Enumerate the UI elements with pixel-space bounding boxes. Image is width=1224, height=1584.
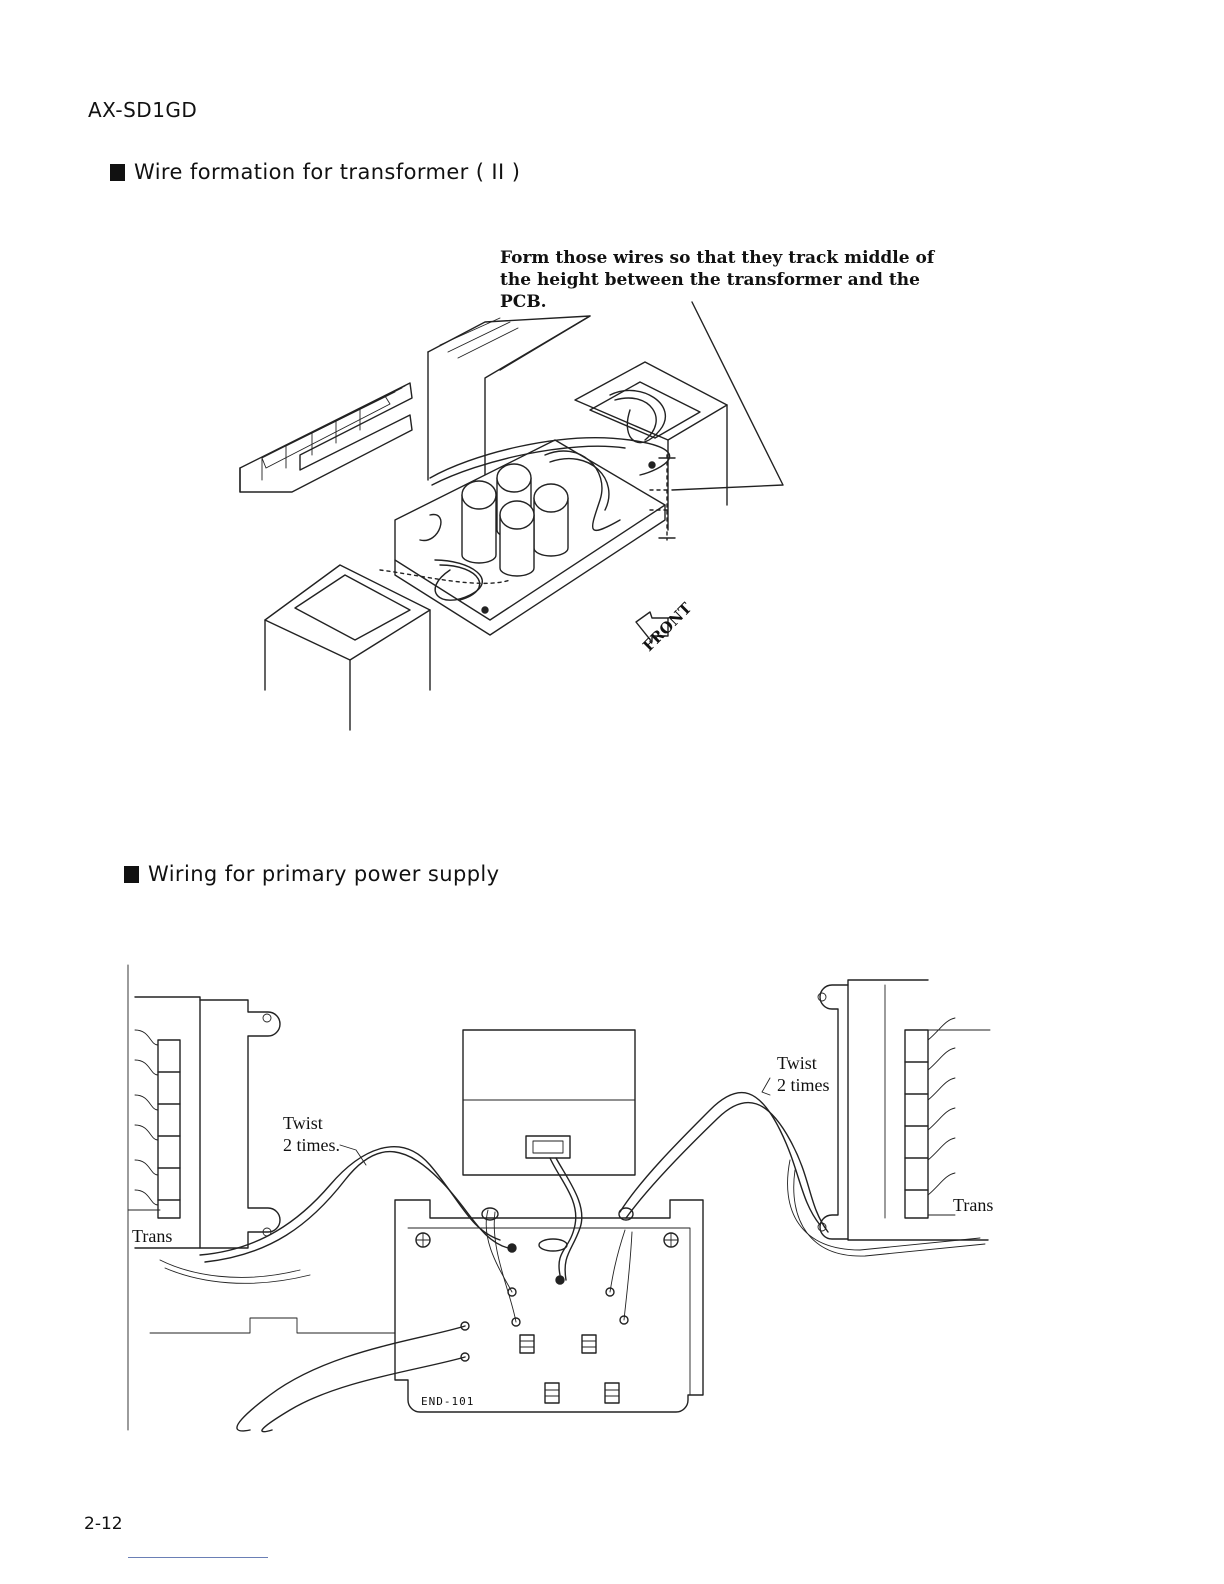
trans-label-right: Trans [953,1194,993,1216]
chassis-step [150,1318,395,1333]
page-number: 2-12 [84,1514,123,1534]
bottom-rule [128,1557,268,1558]
power-pcb-board [395,1200,703,1412]
trans-label-left: Trans [132,1225,172,1247]
switch-box [463,1030,635,1175]
twist-label-right: Twist 2 times [777,1052,830,1096]
left-transformer [128,997,280,1248]
pcb-board-label: END-101 [421,1395,474,1408]
twist-label-left: Twist 2 times. [283,1112,340,1156]
